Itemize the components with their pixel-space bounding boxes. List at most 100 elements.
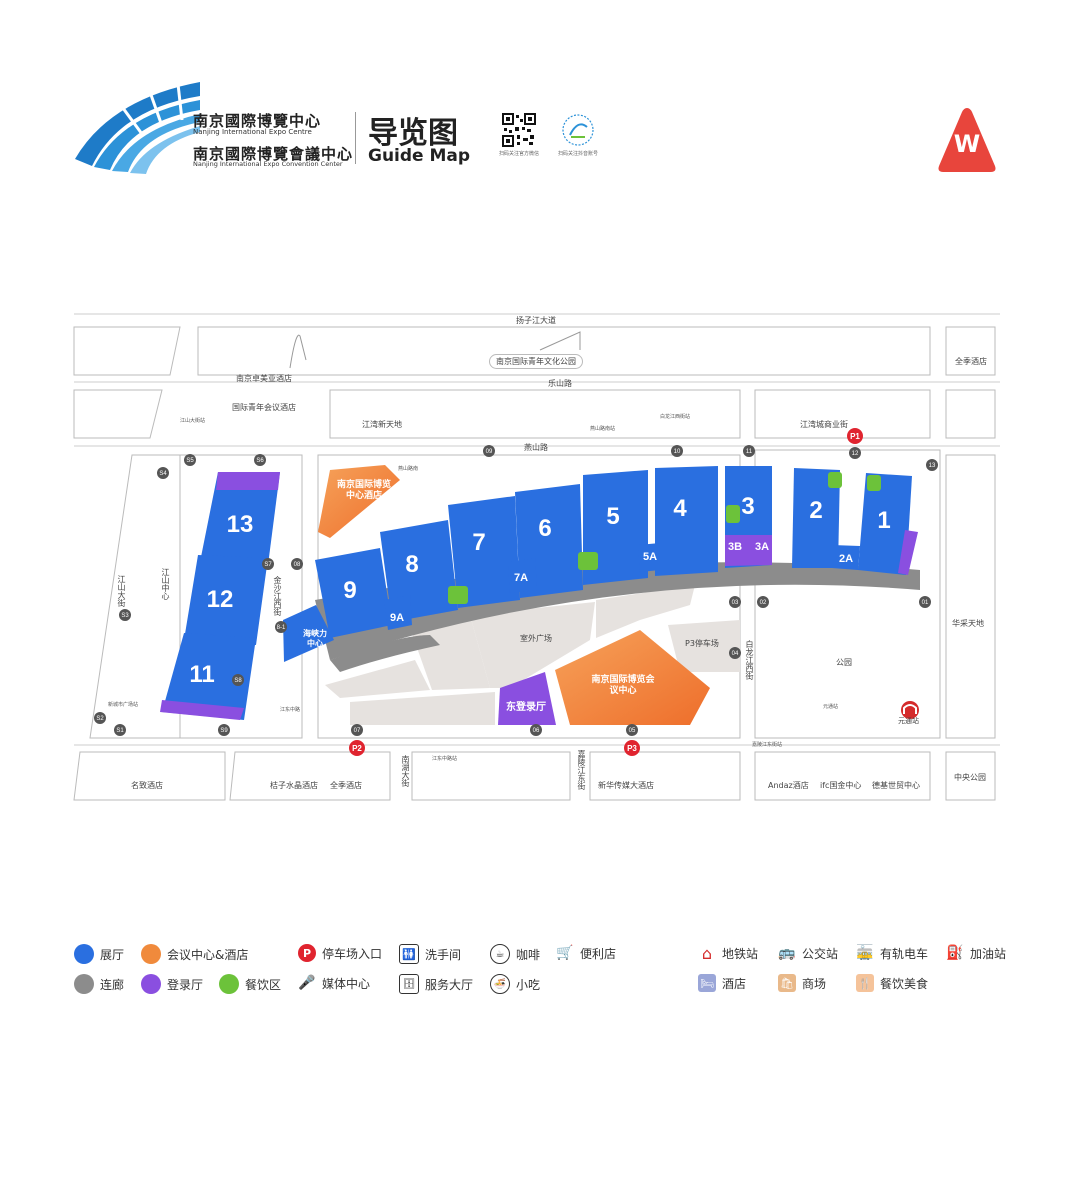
page-subtitle: Guide Map [368,146,471,166]
svg-text:13: 13 [227,511,254,538]
road-yangtze: 扬子江大道 [516,316,556,325]
svg-text:7: 7 [472,529,485,556]
svg-text:9A: 9A [390,612,404,624]
hotel-youth[interactable]: 国际青年会议酒店 [232,403,296,412]
road-jialing: 嘉陵江东街 [577,750,586,790]
east-registration-label[interactable]: 东登录厅 [506,702,546,713]
utensils-icon: 🍴 [856,974,874,992]
svg-text:2A: 2A [839,553,853,565]
yuantong-station-label[interactable]: 元通站 [898,717,919,725]
svg-text:8: 8 [405,551,418,578]
legend-store: 🛒便利店 [556,945,617,961]
legend-restroom: 🚻洗手间 [399,944,461,964]
restroom-icon: 🚻 [399,944,419,964]
svg-text:7A: 7A [514,572,528,584]
svg-text:P3: P3 [627,744,637,753]
youth-park-label: 南京国际青年文化公园 [489,354,583,369]
convention-center-label[interactable]: 南京国际博览会议中心 [591,675,655,696]
svg-text:08: 08 [294,562,301,568]
svg-text:13: 13 [929,463,936,469]
bus-note: 江山大街站 [180,418,206,424]
snack-icon: 🍜 [490,974,510,994]
svg-text:11: 11 [189,661,214,688]
bus-note: 江东中路站 [432,756,458,762]
legend-coffee: ☕咖啡 [490,944,540,964]
svg-text:5: 5 [606,503,619,530]
svg-text:P1: P1 [850,432,860,441]
svg-text:03: 03 [732,600,739,606]
svg-text:12: 12 [207,586,234,613]
mall-jiangwan-street[interactable]: 江湾城商业街 [800,420,848,429]
hotel-juzi[interactable]: 桔子水晶酒店 [270,781,318,790]
legend-metro: ⌂地铁站 [698,943,758,963]
service-icon: 🗄 [399,974,419,994]
bus-note: 嘉陵江东街站 [752,742,783,748]
mall-ifc[interactable]: ifc国金中心 [820,781,862,790]
road-leshan: 乐山路 [548,379,572,388]
svg-text:1: 1 [877,507,890,534]
hotel-andaz[interactable]: Andaz酒店 [768,781,809,790]
legend-hotel: 🛏酒店 [698,974,746,992]
svg-text:11: 11 [746,449,753,455]
svg-text:S8: S8 [234,678,242,684]
legend-mall: 🛍商场 [778,974,826,992]
expo-hotel [318,465,400,538]
hotel-quanji-s[interactable]: 全季酒店 [330,781,362,790]
svg-text:09: 09 [486,449,493,455]
svg-text:S9: S9 [220,728,228,734]
bus-note: 新城市广场站 [108,702,139,708]
hotel-mingzhi[interactable]: 名致酒店 [131,781,163,790]
legend-media: 🎤媒体中心 [298,975,371,991]
expo-hotel-label[interactable]: 南京国际博览中心酒店 [336,480,391,501]
coffee-icon: ☕ [490,944,510,964]
microphone-icon: 🎤 [298,975,316,991]
legend-corridor: 连廊 [74,974,124,994]
svg-text:5A: 5A [643,551,657,563]
convention-name-cn: 南京國際博覽會議中心 [193,145,354,163]
compass-label: W [953,130,981,158]
expo-logo-icon [75,82,200,174]
mall-jiangwan-xintiandi[interactable]: 江湾新天地 [362,420,402,429]
svg-text:S3: S3 [121,613,129,619]
legend-dining: 餐饮区 [219,974,281,994]
douyin-qr-code[interactable] [561,113,595,147]
svg-text:2: 2 [809,497,822,524]
svg-text:3A: 3A [755,541,769,553]
svg-text:S7: S7 [264,562,272,568]
mall-dejie[interactable]: 德基世贸中心 [872,781,920,790]
bus-note: 燕山路南站 [590,426,616,432]
bus-note: 元通站 [823,704,839,710]
hotel-zhuomei[interactable]: 南京卓美亚酒店 [236,374,292,383]
svg-text:S2: S2 [96,716,104,722]
road-nanhu: 南湖大街 [401,755,410,787]
svg-text:04: 04 [732,651,739,657]
hotel-quanji-ne[interactable]: 全季酒店 [955,357,987,366]
divider [355,112,356,164]
svg-text:12: 12 [852,451,859,457]
road-bailong: 白龙江西街 [745,640,754,680]
svg-text:06: 06 [533,728,540,734]
convention-center [555,630,710,725]
legend-food: 🍴餐饮美食 [856,974,928,992]
legend-service: 🗄服务大厅 [399,974,473,994]
p3-lot-label: P3停车场 [685,639,719,648]
outdoor-plaza-label: 室外广场 [520,634,552,643]
gas-pump-icon: ⛽ [946,945,964,961]
legend-hall: 展厅 [74,944,124,964]
legend-gas: ⛽加油站 [946,945,1007,961]
expo-name-en: Nanjing International Expo Centre [193,128,312,136]
jiangshan-center: 江山中心 [161,568,170,600]
wechat-qr-code[interactable] [502,113,536,147]
parking-icon: P [298,944,316,962]
svg-text:9: 9 [343,577,356,604]
svg-text:3: 3 [741,493,754,520]
haixia-label[interactable]: 海峡力中心 [303,629,327,648]
expo-name-cn: 南京國際博覽中心 [193,112,322,130]
svg-text:S6: S6 [256,458,264,464]
page-title: 导览图 [368,116,458,151]
hotel-xinhua[interactable]: 新华传媒大酒店 [598,781,654,790]
legend-snack: 🍜小吃 [490,974,540,994]
metro-icon: ⌂ [701,943,713,963]
svg-text:10: 10 [674,449,681,455]
mall-huacai[interactable]: 华采天地 [952,619,984,628]
